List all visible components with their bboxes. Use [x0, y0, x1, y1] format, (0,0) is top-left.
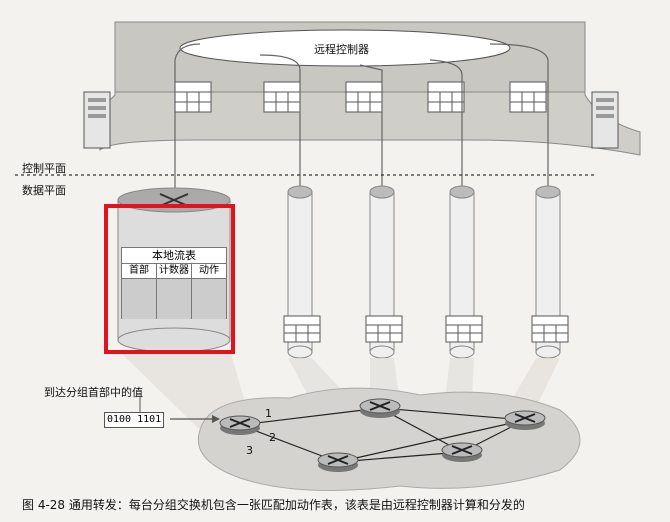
router-icon [219, 415, 261, 435]
router-icon [359, 398, 401, 418]
packet-bits: 0100 1101 [104, 412, 165, 428]
local-flow-table: 本地流表 首部 计数器 动作 [121, 247, 227, 319]
highlight-box [104, 204, 235, 354]
router-icon [441, 442, 483, 462]
flow-table-title: 本地流表 [122, 248, 226, 264]
packet-arrowhead [212, 415, 220, 423]
link-label-3: 3 [246, 444, 253, 457]
data-plane-tables [283, 315, 569, 343]
link-label-1: 1 [265, 407, 272, 420]
flow-col-header: 首部 [122, 264, 157, 278]
flow-col-action: 动作 [199, 265, 219, 276]
flow-table-header: 首部 计数器 动作 [122, 264, 226, 279]
data-plane-label: 数据平面 [22, 184, 66, 197]
flow-table-body [122, 279, 226, 319]
control-plane-label: 控制平面 [22, 162, 66, 175]
flow-cell [157, 279, 192, 319]
flow-cell [192, 279, 226, 319]
server-icon-right [591, 91, 619, 149]
router-icon [317, 452, 359, 472]
flow-col-counter: 计数器 [157, 264, 192, 278]
network-cloud [198, 387, 581, 491]
flow-cell [122, 279, 157, 319]
figure-caption: 图 4-28 通用转发：每台分组交换机包含一张匹配加动作表，该表是由远程控制器计… [22, 498, 525, 512]
remote-controller-label: 远程控制器 [314, 43, 369, 56]
link-label-2: 2 [269, 431, 276, 444]
server-icon-left [83, 91, 111, 149]
remote-controller-ellipse [179, 29, 511, 67]
router-icons [219, 398, 546, 472]
router-icon [504, 410, 546, 430]
packet-header-label: 到达分组首部中的值 [44, 386, 143, 399]
